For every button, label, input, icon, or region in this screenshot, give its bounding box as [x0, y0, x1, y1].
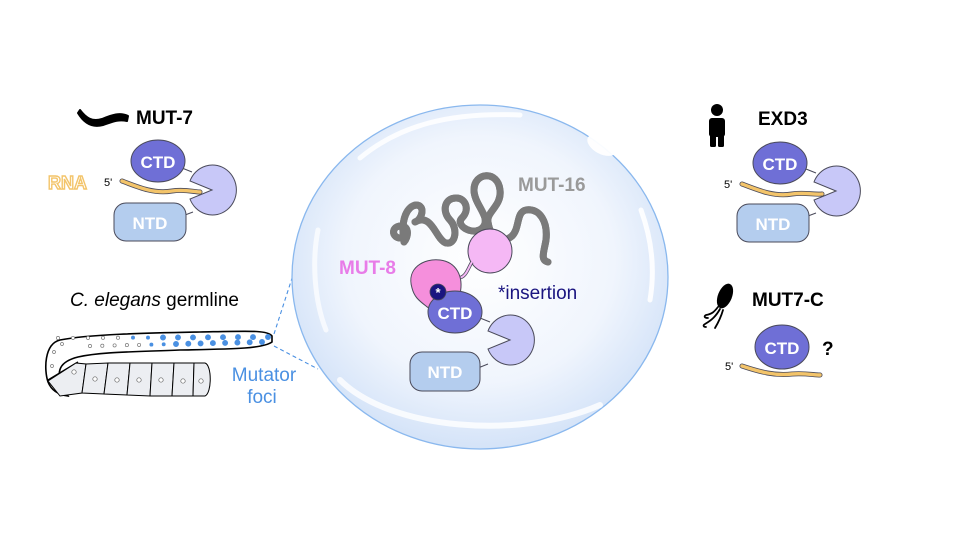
- bubble-highlight-right: [638, 207, 655, 303]
- mutator-focus: [175, 334, 181, 341]
- mutator-focus: [100, 343, 105, 348]
- mutator-foci-label-line1: Mutator: [232, 365, 297, 386]
- mutator-focus: [112, 343, 117, 348]
- oocyte-nuclei: [71, 369, 204, 384]
- mut7-five-prime: 5': [104, 177, 112, 189]
- germ-nucleus: [60, 342, 64, 346]
- ntd-label: NTD: [428, 363, 463, 382]
- mutator-focus: [185, 340, 192, 347]
- mutator-focus: [161, 342, 166, 347]
- mutator-focus: [205, 334, 211, 341]
- mutator-focus: [86, 335, 90, 340]
- germ-nucleus: [50, 364, 54, 368]
- germline-title: C. elegans germline: [70, 290, 239, 311]
- mutator-focus: [250, 334, 256, 341]
- ctd-label: CTD: [765, 339, 800, 358]
- ctd-label: CTD: [438, 304, 473, 323]
- mutator-focus: [131, 335, 135, 340]
- mut7c-five-prime: 5': [725, 361, 733, 373]
- zoom-line-lower: [273, 345, 319, 370]
- mut7c-title: MUT7-C: [752, 290, 824, 311]
- mutator-focus: [190, 334, 196, 341]
- mutator-focus: [137, 342, 142, 347]
- ctd-domain: [427, 290, 483, 334]
- mut16-label: MUT-16: [518, 175, 586, 196]
- linker: [805, 168, 817, 174]
- bubble-highlight-bottom: [337, 377, 603, 429]
- mutator-focus: [209, 340, 216, 347]
- ntd-label: NTD: [756, 215, 791, 234]
- mut8-light-domain: [467, 228, 513, 274]
- mutator-focus: [124, 343, 129, 348]
- linker: [479, 317, 491, 323]
- ctd-domain: [130, 139, 186, 183]
- mutator-foci-dots: [50, 334, 271, 368]
- mutator-focus: [88, 344, 92, 348]
- ntd-label: NTD: [133, 214, 168, 233]
- ctd-label: CTD: [141, 153, 176, 172]
- insertion-marker: *: [435, 285, 441, 300]
- mutator-focus: [146, 335, 150, 340]
- ctd-domain: [752, 141, 808, 185]
- bubble-highlight-top: [357, 112, 523, 161]
- exd3-title: EXD3: [758, 109, 808, 130]
- condensate-bubble: [291, 104, 669, 450]
- ntd-domain: [409, 351, 481, 392]
- mut8-label: MUT-8: [339, 258, 396, 279]
- unknown-marker: ?: [822, 339, 834, 360]
- mutator-focus: [71, 335, 75, 340]
- mutator-focus: [235, 334, 241, 341]
- exonuclease-domain: [813, 165, 861, 217]
- panel-mut7: MUT-7 RNA 5' CTD NTD: [47, 108, 237, 242]
- bubble-highlight-spot: [587, 134, 617, 156]
- oocytes: [47, 362, 211, 397]
- rna-strand-fill: [740, 364, 822, 377]
- mutator-focus: [56, 336, 60, 340]
- exd3-five-prime: 5': [724, 179, 732, 191]
- mutator-focus: [222, 339, 229, 346]
- mutator-focus: [246, 339, 253, 346]
- panel-exd3: EXD3 5' CTD NTD: [709, 104, 861, 243]
- mutator-focus: [220, 334, 226, 341]
- panel-condensate: MUT-16 MUT-8 CTD * *insertion NTD: [291, 104, 669, 450]
- insertion-label: *insertion: [498, 283, 577, 304]
- mutator-focus: [259, 339, 265, 345]
- rna-strand-fill: [740, 182, 824, 197]
- mutator-focus: [149, 342, 154, 347]
- ntd-domain: [113, 202, 187, 242]
- insertion-dot: [429, 283, 447, 301]
- mut7-title: MUT-7: [136, 108, 193, 129]
- ctd-label: CTD: [763, 155, 798, 174]
- mutator-focus: [101, 335, 105, 340]
- germ-nucleus: [52, 350, 56, 354]
- ctd-domain: [754, 324, 810, 370]
- rna-label: RNA: [48, 173, 87, 193]
- zoom-line-upper: [273, 271, 295, 335]
- panel-mut7c: MUT7-C CTD ? 5': [702, 283, 834, 378]
- mutator-focus: [173, 341, 179, 347]
- worm-icon: [77, 109, 129, 127]
- mutator-focus: [197, 340, 204, 347]
- mut16-protein: [394, 176, 552, 266]
- mutator-focus: [160, 334, 166, 341]
- mutator-foci-label-line2: foci: [247, 387, 277, 408]
- rna-strand-fill: [120, 179, 202, 194]
- mutator-focus: [265, 334, 271, 340]
- bubble-highlight-left: [312, 227, 329, 333]
- ntd-domain: [736, 203, 810, 243]
- panel-germline: C. elegans germline Mutator foci: [45, 271, 319, 408]
- bacterium-icon: [702, 283, 734, 329]
- mutator-focus: [116, 335, 120, 340]
- mutator-focus: [234, 339, 241, 346]
- human-icon: [709, 104, 725, 147]
